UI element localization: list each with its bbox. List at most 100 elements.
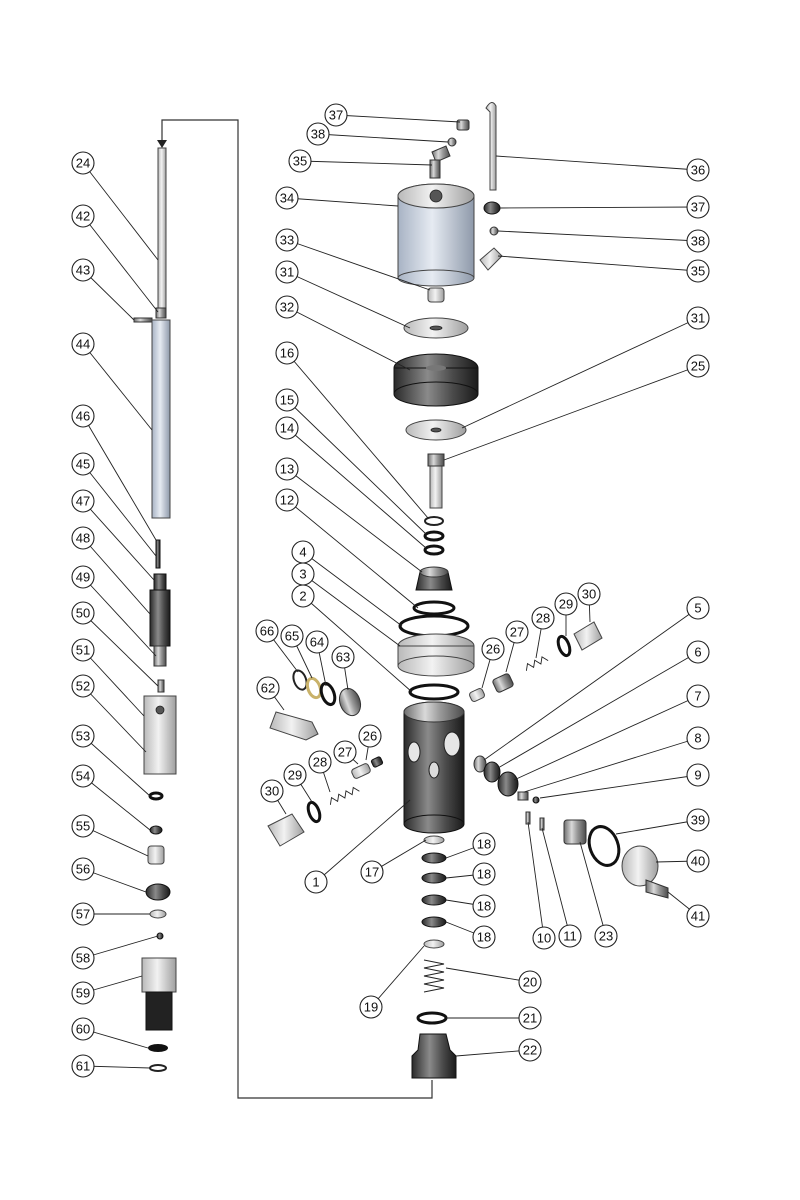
leader-line — [82, 775, 151, 831]
callout-circle — [686, 904, 710, 928]
callout-circle — [305, 630, 329, 654]
part-callout-18: 18 — [472, 832, 496, 856]
part-callout-30: 30 — [577, 582, 601, 606]
leader-line — [286, 399, 427, 535]
leader-line — [82, 576, 157, 657]
leader-line — [82, 215, 159, 313]
callout-number: 19 — [364, 1000, 378, 1015]
callout-circle — [686, 763, 710, 787]
part-callout-31: 31 — [686, 306, 710, 330]
part-callout-38: 38 — [306, 122, 330, 146]
callout-circle — [71, 332, 95, 356]
part-callout-2: 2 — [291, 584, 315, 608]
part-callout-8: 8 — [686, 726, 710, 750]
callout-number: 33 — [280, 233, 294, 248]
part-callout-34: 34 — [275, 186, 299, 210]
part-callout-61: 61 — [71, 1054, 95, 1078]
part-callout-21: 21 — [518, 1006, 542, 1030]
callout-number: 31 — [280, 265, 294, 280]
callout-number: 3 — [299, 567, 306, 582]
callout-number: 6 — [694, 645, 701, 660]
callout-labels: 3738353433313216151413124323637383531256… — [71, 103, 710, 1078]
callout-number: 27 — [510, 625, 524, 640]
callout-circle — [71, 489, 95, 513]
part-callout-35: 35 — [686, 259, 710, 283]
callout-circle — [255, 619, 279, 643]
callout-circle — [275, 416, 299, 440]
leader-line — [539, 774, 699, 799]
callout-number: 62 — [261, 681, 275, 696]
callout-number: 8 — [694, 731, 701, 746]
leader-line — [82, 649, 145, 717]
callout-circle — [686, 849, 710, 873]
callout-number: 14 — [280, 421, 294, 436]
callout-circle — [331, 645, 355, 669]
callout-circle — [275, 260, 299, 284]
callout-number: 35 — [691, 264, 705, 279]
callout-number: 56 — [76, 862, 90, 877]
callout-number: 37 — [691, 200, 705, 215]
parts-right-fittings — [469, 621, 669, 899]
callout-number: 26 — [363, 729, 377, 744]
callout-number: 57 — [76, 907, 90, 922]
callout-number: 40 — [691, 854, 705, 869]
part-callout-27: 27 — [505, 620, 529, 644]
callout-circle — [71, 1017, 95, 1041]
callout-circle — [518, 970, 542, 994]
part-callout-40: 40 — [686, 849, 710, 873]
part-callout-38: 38 — [686, 229, 710, 253]
callout-number: 60 — [76, 1022, 90, 1037]
part-callout-53: 53 — [71, 724, 95, 748]
part-callout-20: 20 — [518, 970, 542, 994]
callout-circle — [71, 565, 95, 589]
part-callout-66: 66 — [255, 619, 279, 643]
callout-circle — [71, 404, 95, 428]
leader-line — [286, 499, 419, 609]
callout-number: 11 — [563, 929, 577, 944]
leader-line — [82, 415, 157, 541]
callout-number: 1 — [312, 875, 319, 890]
part-callout-49: 49 — [71, 565, 95, 589]
callout-circle — [275, 186, 299, 210]
callout-number: 45 — [76, 457, 90, 472]
callout-circle — [359, 995, 383, 1019]
callout-circle — [71, 674, 95, 698]
leader-line — [497, 230, 699, 242]
callout-number: 29 — [559, 597, 573, 612]
leader-line — [302, 573, 401, 647]
leader-line — [483, 607, 699, 761]
part-callout-56: 56 — [71, 857, 95, 881]
callout-number: 31 — [691, 311, 705, 326]
parts-body — [397, 516, 475, 834]
callout-number: 5 — [694, 601, 701, 616]
leader-line — [82, 935, 159, 959]
part-callout-25: 25 — [686, 354, 710, 378]
leader-line — [286, 468, 423, 573]
callout-circle — [71, 258, 95, 282]
parts-top — [393, 102, 503, 509]
callout-circle — [275, 388, 299, 412]
part-callout-54: 54 — [71, 764, 95, 788]
part-callout-28: 28 — [308, 750, 332, 774]
callout-number: 15 — [280, 393, 294, 408]
leader-line — [82, 463, 157, 557]
callout-circle — [306, 122, 330, 146]
part-callout-18: 18 — [472, 894, 496, 918]
part-callout-22: 22 — [518, 1038, 542, 1062]
callout-number: 16 — [280, 346, 294, 361]
callout-number: 65 — [285, 629, 299, 644]
callout-circle — [260, 779, 284, 803]
callout-circle — [472, 832, 496, 856]
callout-circle — [686, 229, 710, 253]
leader-line — [286, 306, 411, 371]
callout-circle — [288, 149, 312, 173]
part-callout-50: 50 — [71, 601, 95, 625]
part-callout-30: 30 — [260, 779, 284, 803]
callout-circle — [71, 601, 95, 625]
callout-number: 55 — [76, 819, 90, 834]
callout-circle — [275, 488, 299, 512]
callout-circle — [71, 946, 95, 970]
part-callout-37: 37 — [686, 195, 710, 219]
callout-number: 26 — [486, 642, 500, 657]
callout-number: 20 — [523, 975, 537, 990]
